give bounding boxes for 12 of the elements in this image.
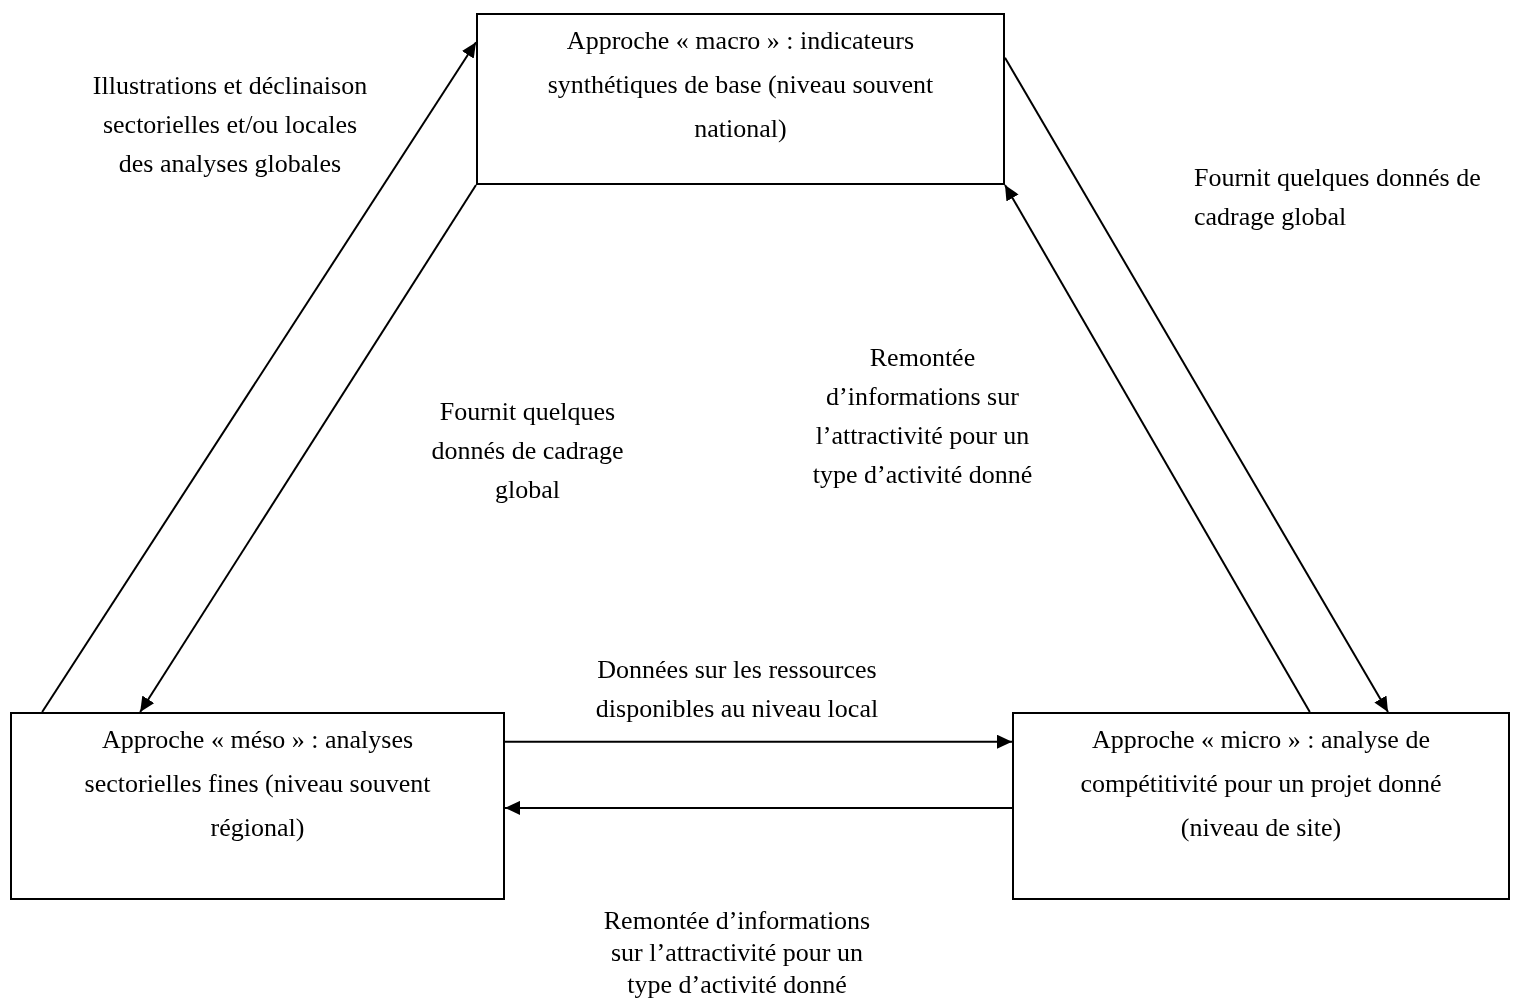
- approach-box: [10, 712, 505, 900]
- box-text: Approche « micro » : analyse de compétitivité pour un projet donné (niveau de site): [1079, 724, 1443, 844]
- box-text: Approche « méso » : analyses sectorielles fines (niveau souvent régional): [83, 724, 432, 844]
- arrow: [139, 184, 477, 713]
- arrow: [1004, 56, 1389, 713]
- arrow: [1004, 184, 1311, 713]
- arrow: [41, 41, 477, 713]
- arrow: [504, 734, 1013, 749]
- box-text: Approche « macro » : indicateurs synthétiques de base (niveau souvent national): [546, 25, 935, 145]
- approach-box: [476, 13, 1005, 185]
- arrow: [504, 800, 1013, 815]
- approach-box: [1012, 712, 1510, 900]
